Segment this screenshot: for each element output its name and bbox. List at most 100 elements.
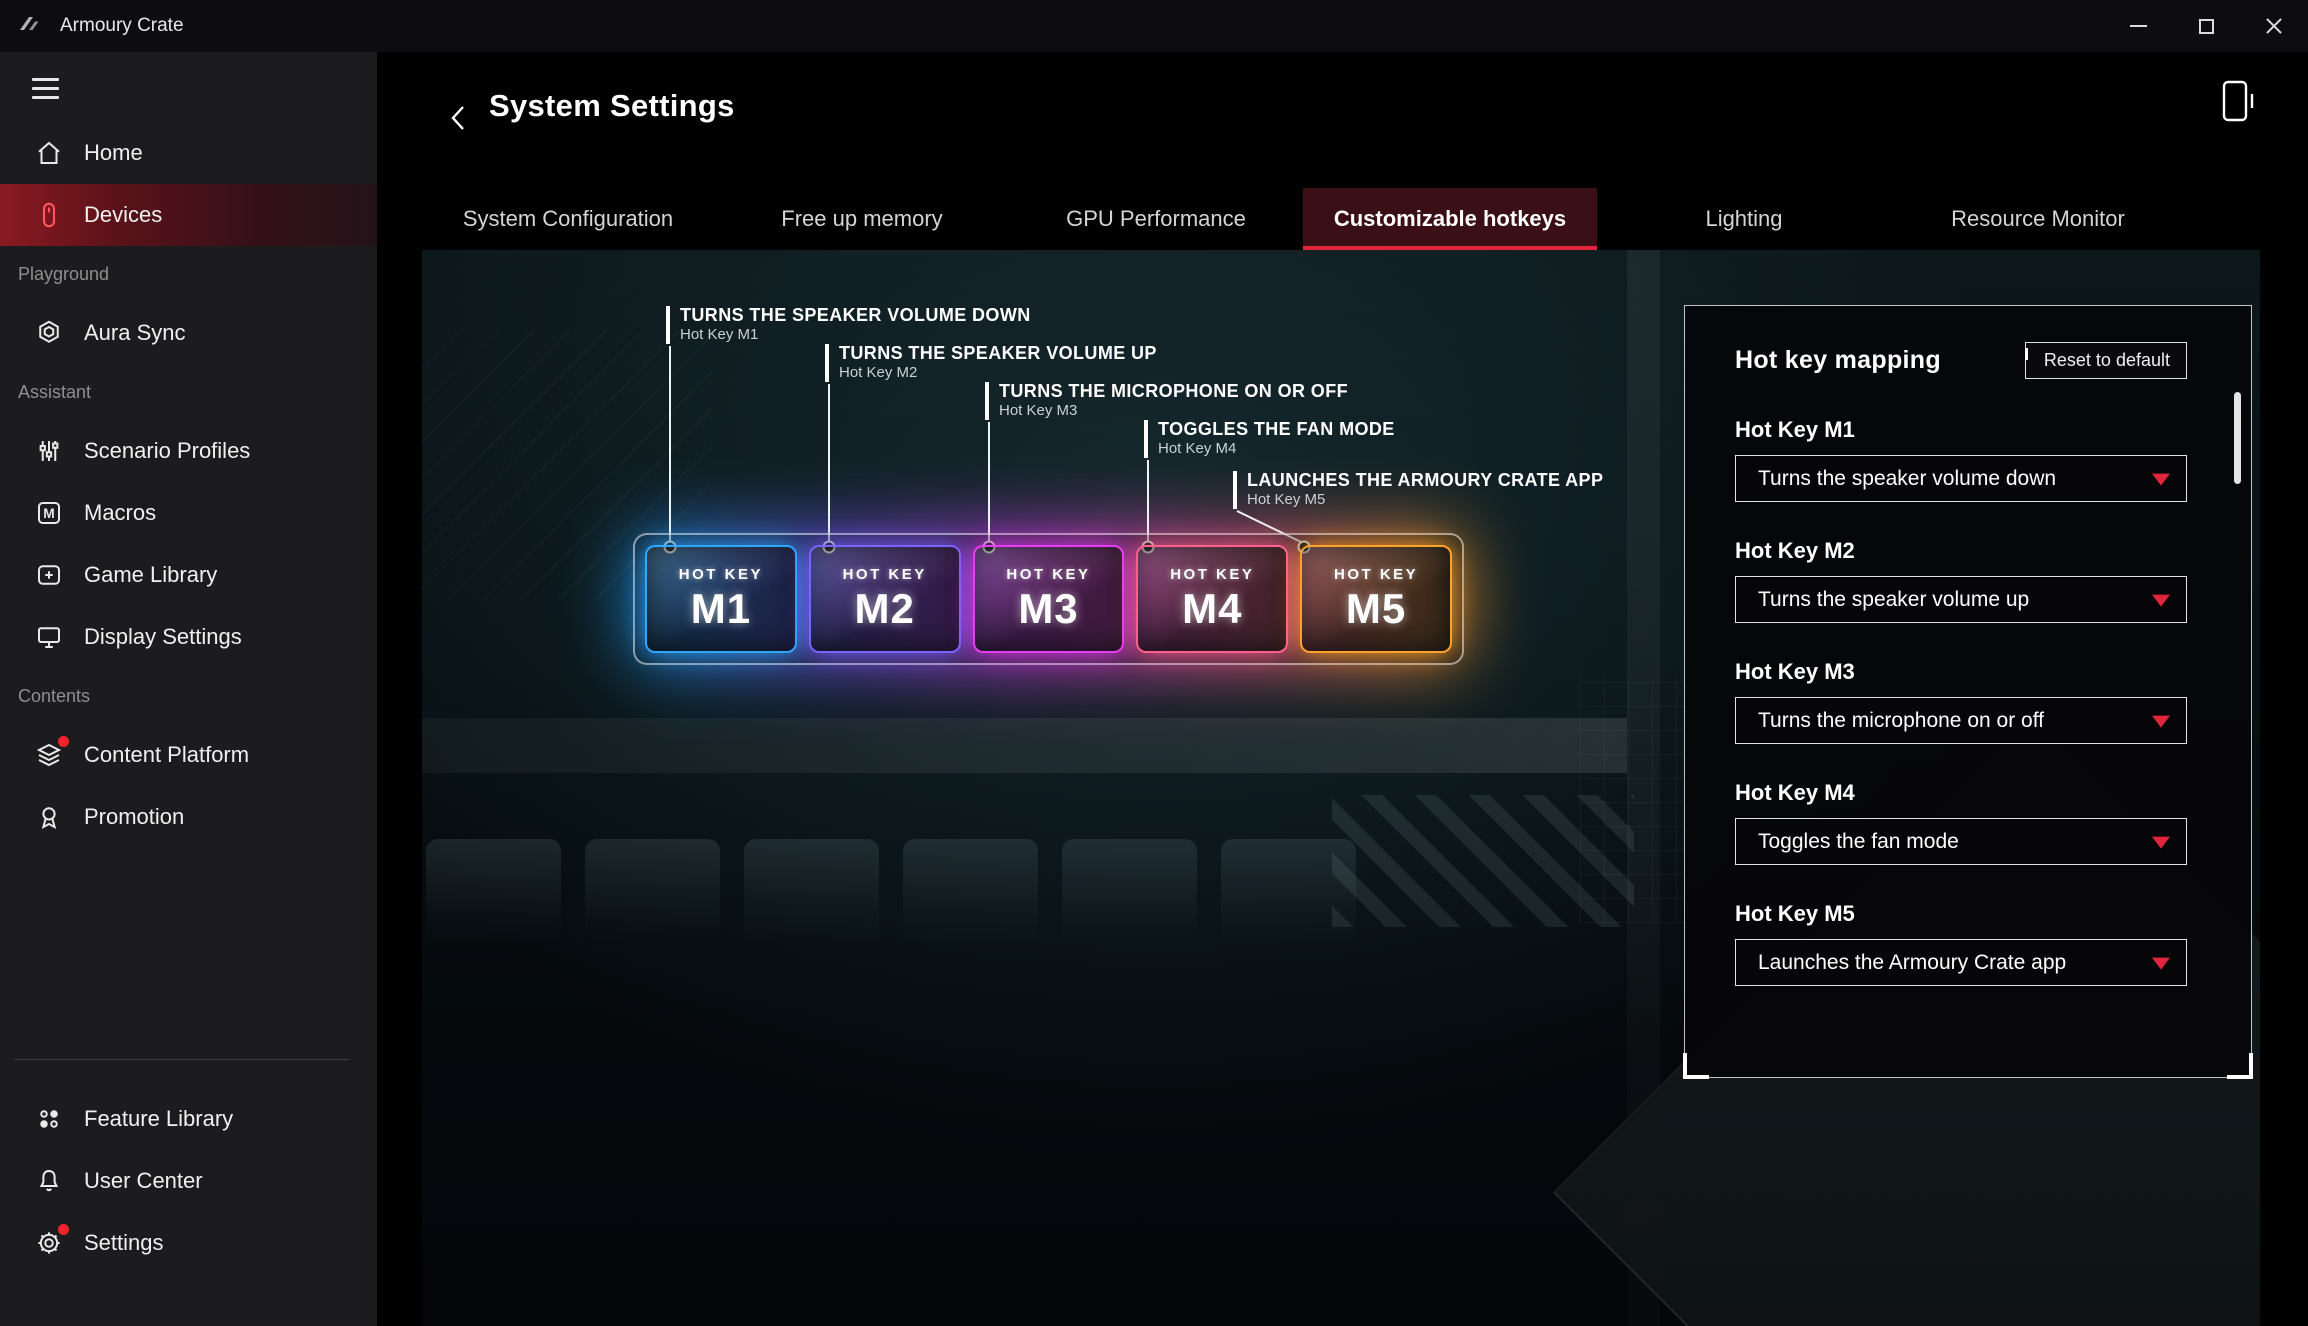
- tab-customizable-hotkeys[interactable]: Customizable hotkeys: [1303, 188, 1597, 250]
- hotkey-m1-dropdown[interactable]: Turns the speaker volume down: [1735, 455, 2187, 502]
- tab-resource-monitor[interactable]: Resource Monitor: [1951, 206, 2125, 231]
- mapping-entry-m4: Hot Key M4 Toggles the fan mode: [1735, 780, 2187, 865]
- callout-key-name: Hot Key M5: [1247, 491, 1326, 508]
- window-controls: [2104, 0, 2308, 52]
- callout-hotkey-m2: Turns the speaker volume up Hot Key M2: [825, 343, 1157, 382]
- sidebar-item-user-center[interactable]: User Center: [0, 1150, 377, 1212]
- callout-hotkey-m3: Turns the microphone on or off Hot Key M…: [985, 381, 1348, 420]
- sidebar-item-label: User Center: [84, 1168, 203, 1193]
- hotkey-m2-key: HOT KEY M2: [808, 545, 961, 653]
- hotkey-key-id: M2: [854, 584, 915, 632]
- dropdown-value: Turns the microphone on or off: [1758, 708, 2044, 732]
- sidebar-item-scenario-profiles[interactable]: Scenario Profiles: [0, 420, 377, 482]
- sidebar-item-label: Game Library: [84, 562, 218, 587]
- hotkey-m5-dropdown[interactable]: Launches the Armoury Crate app: [1735, 939, 2187, 986]
- hotkey-keys-row: HOT KEY M1 HOT KEY M2 HOT KEY M3 HOT KEY…: [633, 533, 1464, 665]
- sidebar-item-label: Display Settings: [84, 624, 242, 649]
- sidebar-item-promotion[interactable]: Promotion: [0, 786, 377, 848]
- hotkey-m3-dropdown[interactable]: Turns the microphone on or off: [1735, 697, 2187, 744]
- dropdown-value: Turns the speaker volume up: [1758, 587, 2030, 611]
- callout-tick: [825, 344, 829, 382]
- callout-hotkey-m5: Launches the Armoury Crate app Hot Key M…: [1233, 470, 1604, 509]
- background-stripes-decoration: [1332, 795, 1634, 927]
- hotkey-key-caption: HOT KEY: [1170, 565, 1255, 583]
- chevron-down-icon: [2152, 594, 2170, 607]
- background-band-decoration: [422, 718, 1627, 773]
- hotkey-mapping-label: Hot Key M5: [1735, 901, 1855, 926]
- maximize-button[interactable]: [2172, 0, 2240, 52]
- sidebar-item-label: Feature Library: [84, 1106, 234, 1131]
- tab-free-up-memory[interactable]: Free up memory: [781, 206, 943, 231]
- hotkey-mapping-label: Hot Key M3: [1735, 659, 1855, 684]
- companion-device-button[interactable]: [2216, 78, 2262, 124]
- callout-action: Turns the speaker volume down: [680, 305, 1031, 325]
- sidebar-section-contents: Contents: [18, 685, 91, 706]
- callout-key-name: Hot Key M2: [839, 364, 918, 381]
- sidebar-item-game-library[interactable]: Game Library: [0, 544, 377, 606]
- callout-action: Turns the microphone on or off: [999, 381, 1348, 401]
- ghost-key-decoration: [744, 839, 879, 945]
- hotkey-m5-key: HOT KEY M5: [1300, 545, 1452, 653]
- back-button[interactable]: [449, 104, 467, 132]
- sidebar-item-content-platform[interactable]: Content Platform: [0, 724, 377, 786]
- sidebar-item-label: Content Platform: [84, 742, 250, 767]
- chevron-down-icon: [2152, 473, 2170, 486]
- close-button[interactable]: [2240, 0, 2308, 52]
- sidebar: Home Devices Playground Aura Sync Assist…: [0, 52, 377, 1326]
- sidebar-item-settings[interactable]: Settings: [0, 1212, 377, 1274]
- rog-logo-icon: [20, 17, 39, 30]
- gear-icon: [34, 1224, 69, 1258]
- svg-text:M: M: [43, 506, 54, 521]
- callout-key-name: Hot Key M3: [999, 402, 1078, 419]
- callout-key-name: Hot Key M4: [1158, 440, 1237, 457]
- hotkey-m2-dropdown[interactable]: Turns the speaker volume up: [1735, 576, 2187, 623]
- tab-system-configuration[interactable]: System Configuration: [462, 206, 674, 231]
- panel-scrollbar[interactable]: [2234, 392, 2241, 484]
- sidebar-item-feature-library[interactable]: Feature Library: [0, 1088, 377, 1150]
- home-icon: [34, 138, 64, 168]
- ghost-key-decoration: [585, 839, 720, 945]
- minimize-button[interactable]: [2104, 0, 2172, 52]
- sidebar-item-macros[interactable]: M Macros: [0, 482, 377, 544]
- reset-to-default-button[interactable]: Reset to default: [2024, 342, 2187, 379]
- page-header: System Settings: [377, 52, 2308, 188]
- chevron-down-icon: [2152, 836, 2170, 849]
- macro-icon: M: [34, 498, 64, 528]
- mapping-entry-m3: Hot Key M3 Turns the microphone on or of…: [1735, 659, 2187, 744]
- callout-hotkey-m4: Toggles the fan mode Hot Key M4: [1144, 419, 1395, 458]
- hotkey-key-id: M4: [1182, 584, 1243, 632]
- window-title: Armoury Crate: [60, 15, 184, 36]
- bell-icon: [34, 1166, 64, 1196]
- hamburger-menu-button[interactable]: [32, 78, 59, 105]
- sidebar-item-label: Macros: [84, 500, 157, 525]
- game-library-icon: [34, 560, 64, 590]
- tab-lighting[interactable]: Lighting: [1705, 206, 1783, 231]
- sidebar-item-label: Devices: [84, 202, 163, 227]
- sidebar-item-display-settings[interactable]: Display Settings: [0, 606, 377, 668]
- callout-action: Launches the Armoury Crate app: [1247, 470, 1604, 490]
- sliders-icon: [34, 436, 64, 466]
- sidebar-item-devices[interactable]: Devices: [0, 184, 377, 246]
- sidebar-item-label: Scenario Profiles: [84, 438, 251, 463]
- callout-tick: [1144, 420, 1148, 458]
- sidebar-section-playground: Playground: [18, 263, 110, 284]
- sidebar-item-label: Promotion: [84, 804, 185, 829]
- hotkey-m1-key: HOT KEY M1: [645, 545, 797, 653]
- sidebar-item-aura-sync[interactable]: Aura Sync: [0, 302, 377, 364]
- callout-key-name: Hot Key M1: [680, 326, 759, 343]
- hotkey-m3-key: HOT KEY M3: [972, 545, 1125, 653]
- sidebar-item-home[interactable]: Home: [0, 122, 377, 184]
- layers-icon: [34, 736, 69, 770]
- hotkey-mapping-label: Hot Key M4: [1735, 780, 1855, 805]
- callout-action: Toggles the fan mode: [1158, 419, 1395, 439]
- hotkey-m4-dropdown[interactable]: Toggles the fan mode: [1735, 818, 2187, 865]
- dropdown-value: Launches the Armoury Crate app: [1758, 950, 2067, 974]
- hotkey-key-id: M3: [1018, 584, 1079, 632]
- chevron-down-icon: [2152, 715, 2170, 728]
- panel-corner-accent: [2227, 1053, 2253, 1079]
- maximize-icon: [2198, 18, 2214, 34]
- hotkey-key-id: M1: [690, 584, 752, 632]
- tab-gpu-performance[interactable]: GPU Performance: [1066, 206, 1246, 231]
- sidebar-item-label: Settings: [84, 1230, 164, 1255]
- feature-grid-icon: [34, 1104, 64, 1134]
